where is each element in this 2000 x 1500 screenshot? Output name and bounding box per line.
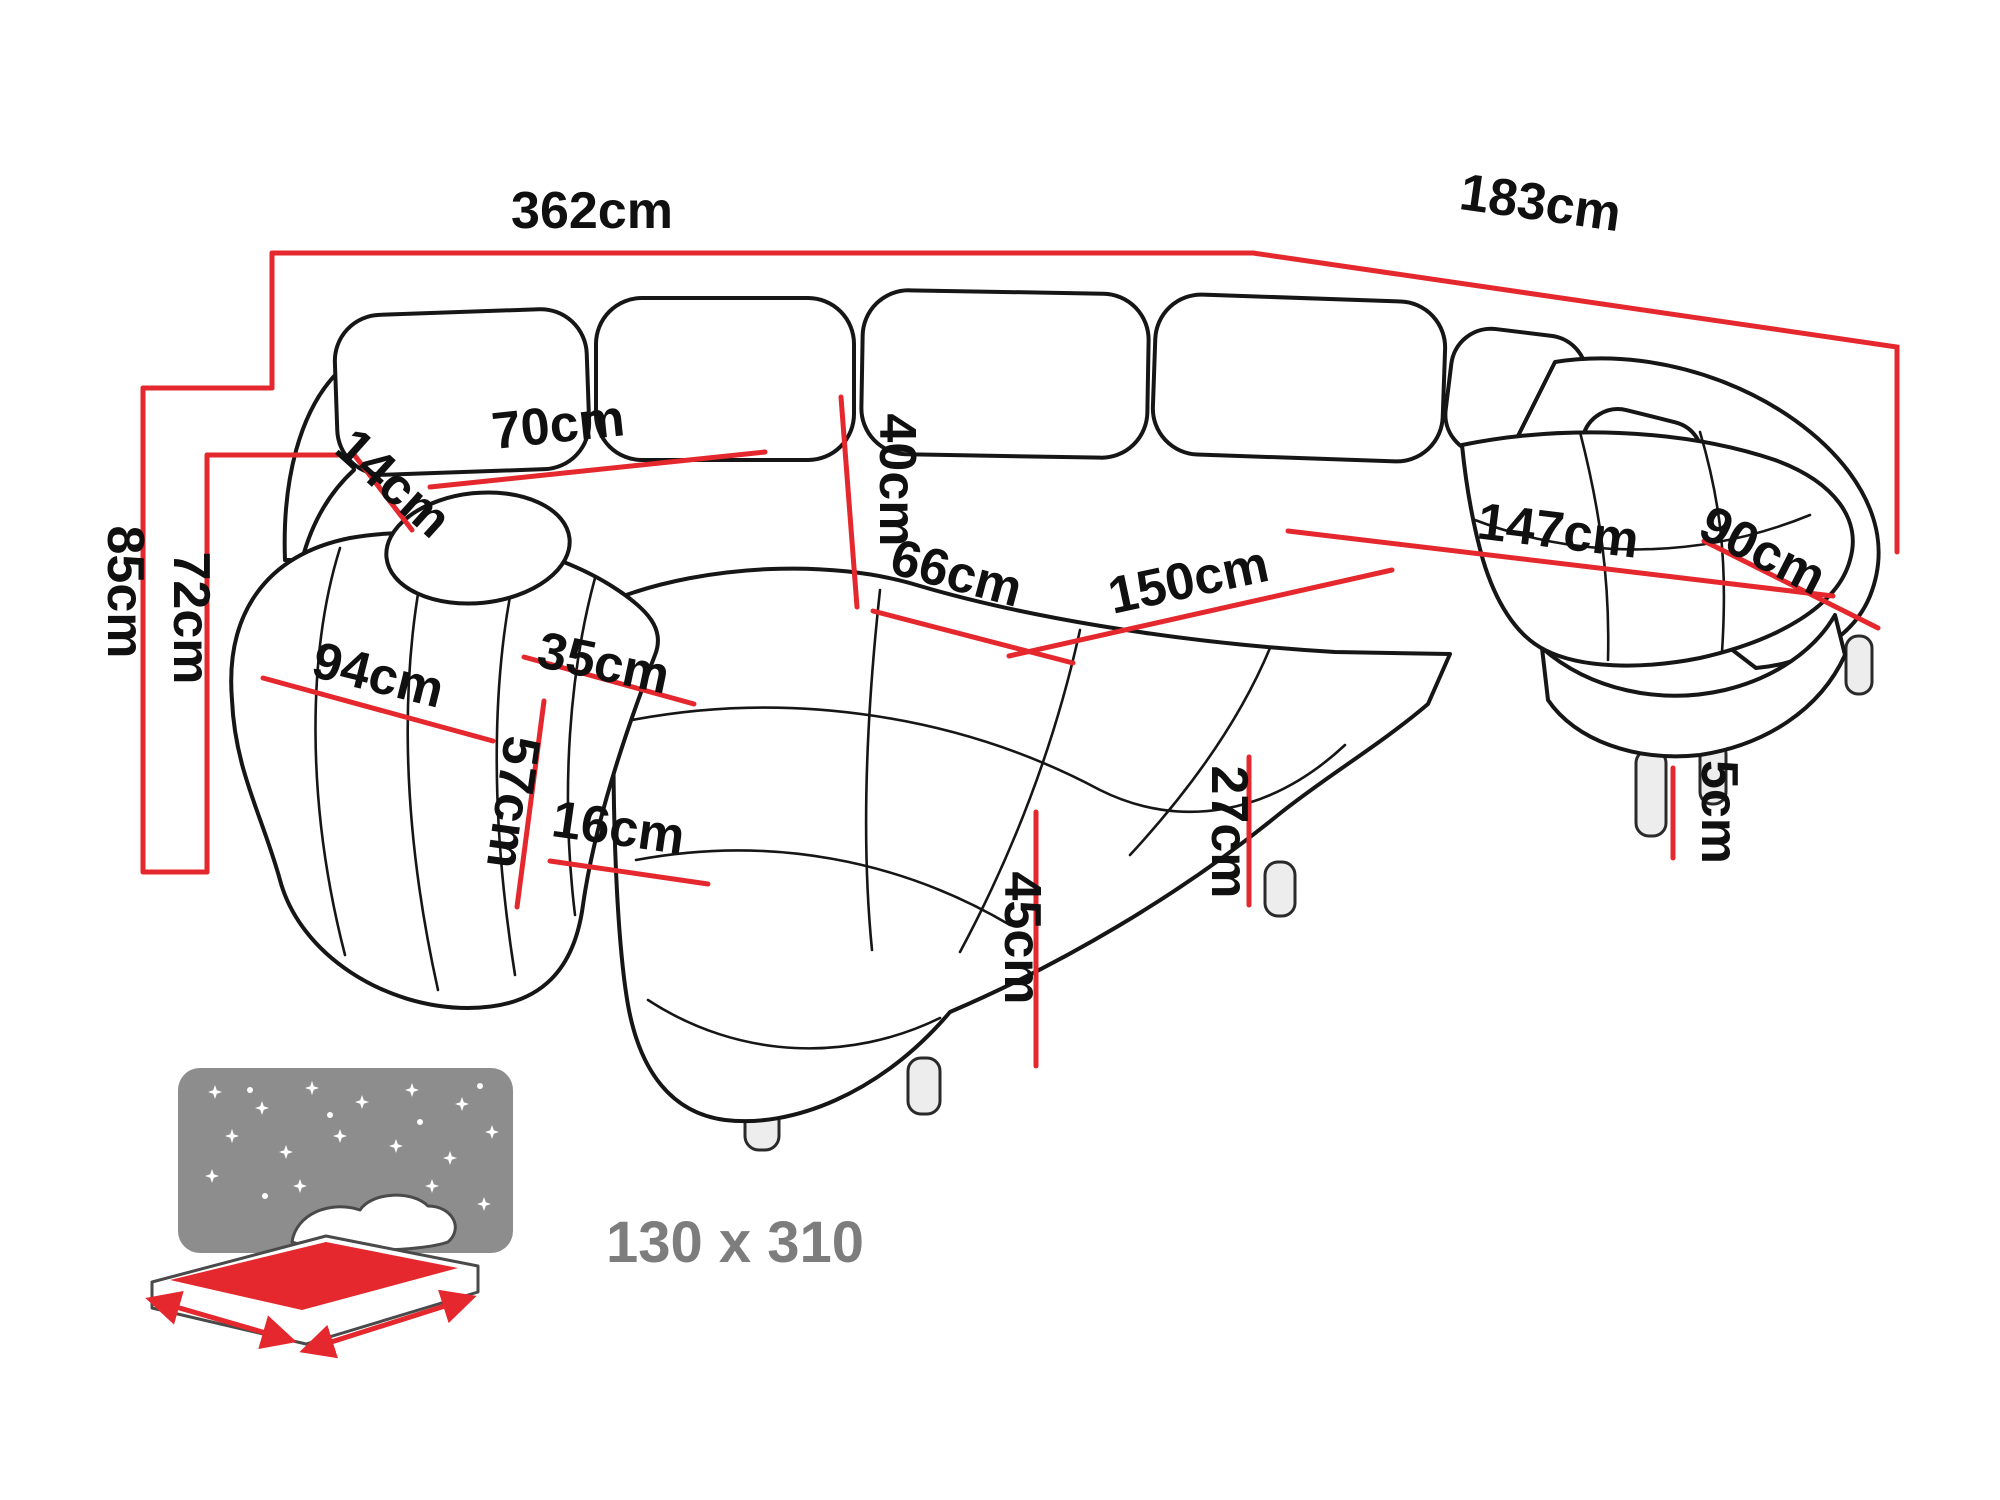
dim-line-seat-depth — [870, 608, 1076, 666]
dimension-lines — [140, 250, 1900, 1069]
stars-icon — [205, 1081, 499, 1211]
sleeping-area-label: 130 x 310 — [606, 1210, 864, 1275]
center-seat-seam-1 — [630, 706, 1347, 814]
dim-line-backrest-cushion-height — [838, 394, 860, 610]
right-chaise-front — [1540, 613, 1847, 759]
star-dot-1 — [247, 1087, 253, 1093]
mattress-dimension-arrows — [145, 1289, 477, 1359]
left-lumbar-pillow — [384, 490, 572, 606]
center-seat-base-seam — [646, 998, 942, 1050]
right-chaise-leg-1 — [1634, 748, 1668, 838]
dim-line-arm-base-width — [547, 858, 711, 887]
right-chaise-leg-3 — [1844, 634, 1874, 696]
center-leg-2 — [906, 1056, 942, 1116]
mattress-width-arrow — [145, 1290, 297, 1350]
dim-label-backrest-cushion-height: 40cm — [868, 414, 926, 547]
dim-label-total-depth: 183cm — [1456, 163, 1624, 243]
back-cushion-4 — [1150, 292, 1448, 464]
left-arm-channel-1 — [314, 546, 347, 957]
dim-line-seat-width — [1006, 567, 1395, 659]
star-dot-5 — [262, 1193, 268, 1199]
dim-line-back-corner-width — [349, 449, 415, 533]
dim-label-seat-height: 45cm — [993, 872, 1051, 1005]
sleeping-area-icon: 130 x 310 — [145, 1068, 864, 1359]
mattress-length-arrow — [299, 1289, 477, 1359]
dim-label-back-cushion-width: 70cm — [489, 389, 627, 461]
back-cushion-3 — [859, 288, 1151, 460]
dim-line-total-depth — [1250, 250, 1900, 555]
right-chaise-seam-1 — [1473, 513, 1812, 551]
dim-label-seat-cushion-thickness: 27cm — [1200, 766, 1258, 899]
dim-label-backrest-height: 72cm — [162, 552, 220, 685]
dim-line-left-arm-height — [514, 698, 547, 910]
dim-line-right-chaise-length — [1285, 528, 1836, 599]
star-dot-3 — [417, 1119, 423, 1125]
dim-line-back-cushion-width — [427, 449, 768, 490]
star-dot-4 — [477, 1083, 483, 1089]
back-cushion-1 — [332, 307, 592, 477]
dim-line-right-chaise-width — [1701, 538, 1881, 631]
center-seat-seam-4 — [958, 628, 1082, 954]
dim-label-seat-width: 150cm — [1103, 535, 1273, 625]
sofa-outline — [229, 288, 1881, 1152]
left-arm — [229, 530, 660, 1010]
center-leg-3 — [1263, 860, 1297, 918]
back-cushion-2 — [594, 296, 856, 462]
center-seat-seam-3 — [864, 588, 882, 952]
right-chaise-seam-3 — [1698, 430, 1726, 654]
dim-line-left-arm-width — [521, 654, 697, 707]
star-dot-2 — [327, 1112, 333, 1118]
dim-line-left-arm-length — [260, 675, 496, 744]
right-chaise-seam-2 — [1578, 430, 1610, 662]
dim-label-leg-height: 5cm — [1690, 760, 1748, 864]
dim-label-total-height: 85cm — [96, 526, 154, 659]
dim-label-total-width: 362cm — [511, 182, 673, 240]
center-seat-seam-2 — [634, 849, 1012, 927]
center-seat-seam-5 — [1128, 646, 1272, 857]
